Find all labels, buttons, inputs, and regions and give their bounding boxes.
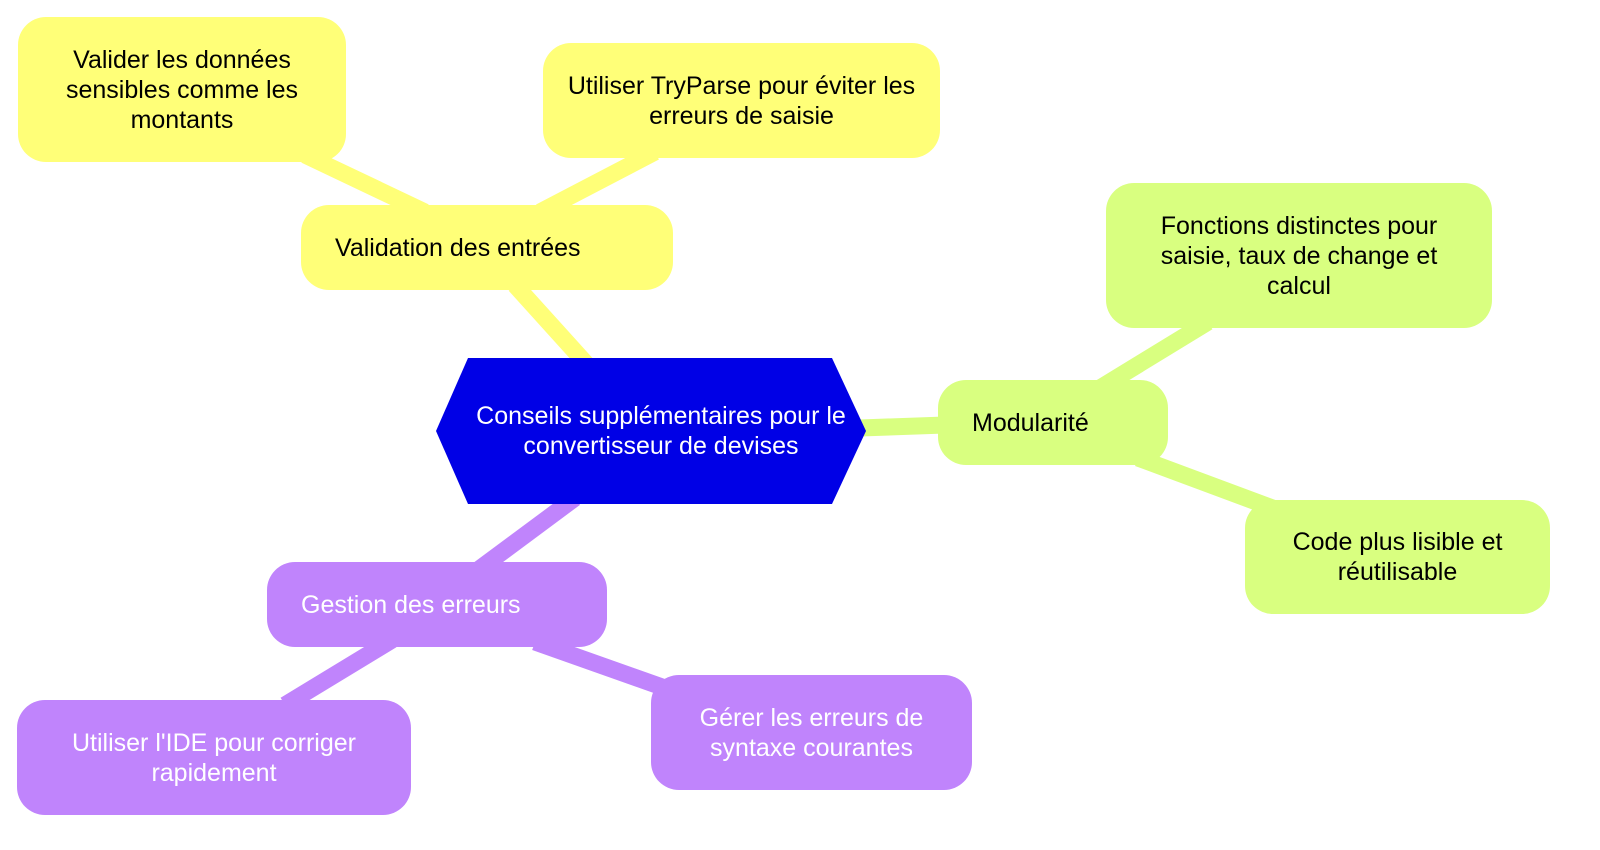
node-label: Gérer les erreurs de syntaxe courantes	[699, 703, 924, 762]
root-node[interactable]: Conseils supplémentaires pour le convert…	[436, 358, 866, 504]
node-label: Modularité	[972, 408, 1089, 437]
node-modularity[interactable]: Modularité	[938, 380, 1168, 465]
edge-root-modularity	[859, 416, 946, 437]
root-label: Conseils supplémentaires pour le convert…	[476, 402, 846, 460]
node-label: Gestion des erreurs	[301, 590, 521, 619]
node-label: Utiliser TryParse pour éviter les erreur…	[567, 71, 916, 130]
node-tryparse[interactable]: Utiliser TryParse pour éviter les erreur…	[543, 43, 940, 158]
edge-errors-gerer	[532, 633, 668, 697]
edge-modularity-fonctions	[1095, 314, 1213, 396]
node-label: Code plus lisible et réutilisable	[1292, 528, 1503, 586]
edge-root-validation	[508, 279, 597, 374]
node-errors[interactable]: Gestion des erreurs	[267, 562, 607, 647]
node-valider-donnees[interactable]: Valider les données sensibles comme les …	[18, 17, 346, 162]
edge-errors-ide	[280, 632, 397, 713]
node-utiliser-ide[interactable]: Utiliser l'IDE pour corriger rapidement	[17, 700, 411, 815]
edge-validation-valider	[301, 147, 429, 220]
node-label: Utiliser l'IDE pour corriger rapidement	[71, 728, 356, 787]
node-label: Validation des entrées	[335, 233, 581, 262]
node-code-lisible[interactable]: Code plus lisible et réutilisable	[1245, 500, 1550, 614]
node-validation[interactable]: Validation des entrées	[301, 205, 673, 290]
node-gerer-erreurs[interactable]: Gérer les erreurs de syntaxe courantes	[651, 675, 972, 790]
edge-root-errors	[472, 491, 581, 577]
edge-modularity-code	[1135, 450, 1281, 518]
hexagon-shape	[436, 358, 866, 504]
edge-validation-tryparse	[536, 144, 659, 220]
node-label: Fonctions distinctes pour saisie, taux d…	[1160, 211, 1438, 300]
node-fonctions-distinctes[interactable]: Fonctions distinctes pour saisie, taux d…	[1106, 183, 1492, 328]
node-label: Valider les données sensibles comme les …	[65, 45, 299, 134]
